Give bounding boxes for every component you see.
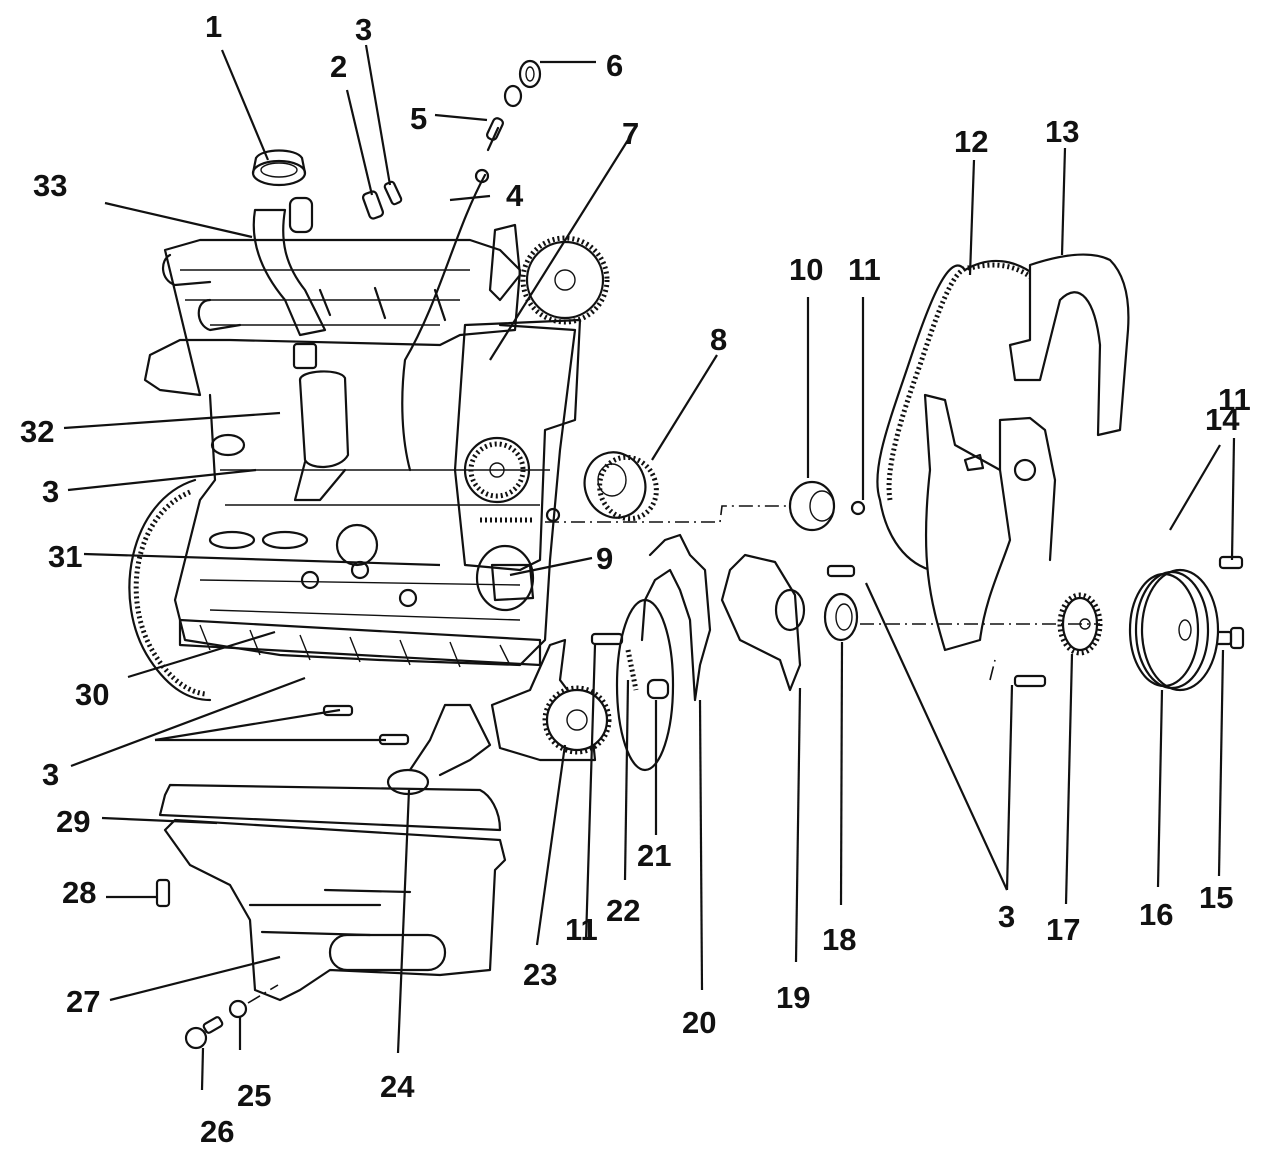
callout-10: 10	[789, 252, 823, 287]
idler-pulley	[788, 480, 836, 532]
timing-rear-cover	[453, 318, 582, 572]
callouts: 1 2 3 4 5 6 7 8 9 10 11 12 13 14 11 15 1…	[20, 9, 1251, 1149]
callout-33: 33	[33, 168, 67, 203]
engine-block	[128, 173, 610, 702]
callout-26: 26	[200, 1114, 234, 1149]
callout-5: 5	[410, 101, 427, 136]
callout-31: 31	[48, 539, 82, 574]
oil-pump-housing	[720, 553, 806, 692]
callout-17: 17	[1046, 912, 1080, 947]
callout-27: 27	[66, 984, 100, 1019]
gasket	[640, 533, 712, 702]
callout-21: 21	[637, 838, 671, 873]
callout-11-pump: 11	[565, 912, 598, 947]
callout-20: 20	[682, 1005, 716, 1040]
callout-23: 23	[523, 957, 557, 992]
callout-2: 2	[330, 49, 347, 84]
callout-3-right: 3	[998, 899, 1015, 934]
callout-6: 6	[606, 48, 623, 83]
callout-32: 32	[20, 414, 54, 449]
relief-spring	[625, 649, 639, 691]
cylinder-head	[143, 238, 522, 397]
callout-18: 18	[822, 922, 856, 957]
washer	[228, 999, 248, 1019]
callout-4: 4	[506, 178, 524, 213]
dipstick-tube	[401, 173, 487, 472]
callout-14: 14	[1205, 402, 1240, 437]
drain-bolt	[184, 1016, 224, 1050]
crankshaft-pulley	[1128, 568, 1220, 692]
oil-filler-cap	[251, 149, 307, 187]
bolt-3-upper	[826, 564, 856, 578]
water-pump-pulley	[463, 436, 531, 504]
callout-1: 1	[205, 9, 222, 44]
callout-9: 9	[596, 541, 613, 576]
bolt-3-lower	[1013, 674, 1047, 688]
callout-11b: 11	[1218, 382, 1251, 417]
temperature-sensor	[362, 190, 384, 220]
oil-pickup	[386, 703, 492, 796]
callout-25: 25	[237, 1078, 271, 1113]
drain-plug-28	[155, 878, 171, 908]
callout-28: 28	[62, 875, 96, 910]
callout-19: 19	[776, 980, 810, 1015]
callout-11: 11	[848, 252, 881, 287]
flywheel-teeth	[133, 489, 206, 697]
bolt-3-pickup-a	[322, 704, 354, 717]
callout-3-left-lower: 3	[42, 757, 59, 792]
callout-12: 12	[954, 124, 988, 159]
oil-pan-gasket	[158, 783, 502, 832]
callout-22: 22	[606, 893, 640, 928]
lower-timing-cover	[923, 393, 1057, 652]
crank-oil-seal	[823, 592, 859, 642]
cylinder-block	[173, 323, 577, 667]
oil-pan	[163, 818, 507, 1002]
oil-pump-pickup-flange	[335, 523, 379, 567]
bolt-11-pump	[590, 632, 624, 646]
camshaft-sprocket	[525, 240, 605, 320]
callout-16: 16	[1139, 897, 1173, 932]
callout-24: 24	[380, 1069, 415, 1104]
coolant-pipe	[252, 208, 327, 337]
dipstick-assembly	[474, 59, 542, 184]
dowel-21	[646, 678, 670, 700]
callout-15: 15	[1199, 880, 1233, 915]
crank-seal-housing	[475, 544, 535, 612]
callout-30: 30	[75, 677, 109, 712]
bolt-top	[383, 180, 403, 206]
leader-lines	[63, 44, 1236, 1091]
callout-29: 29	[56, 804, 90, 839]
upper-timing-cover	[1008, 253, 1130, 437]
oil-pump	[490, 638, 612, 762]
nut-11-upper	[850, 500, 866, 516]
assembly-line-idler	[545, 505, 790, 523]
flywheel	[128, 478, 212, 702]
callout-8: 8	[710, 322, 727, 357]
o-ring	[615, 598, 675, 772]
oil-filter	[298, 370, 350, 468]
tensioner-roller	[583, 451, 659, 522]
callout-3: 3	[355, 12, 372, 47]
callout-7: 7	[622, 116, 639, 151]
callout-3-left: 3	[42, 474, 59, 509]
callout-13: 13	[1045, 114, 1079, 149]
